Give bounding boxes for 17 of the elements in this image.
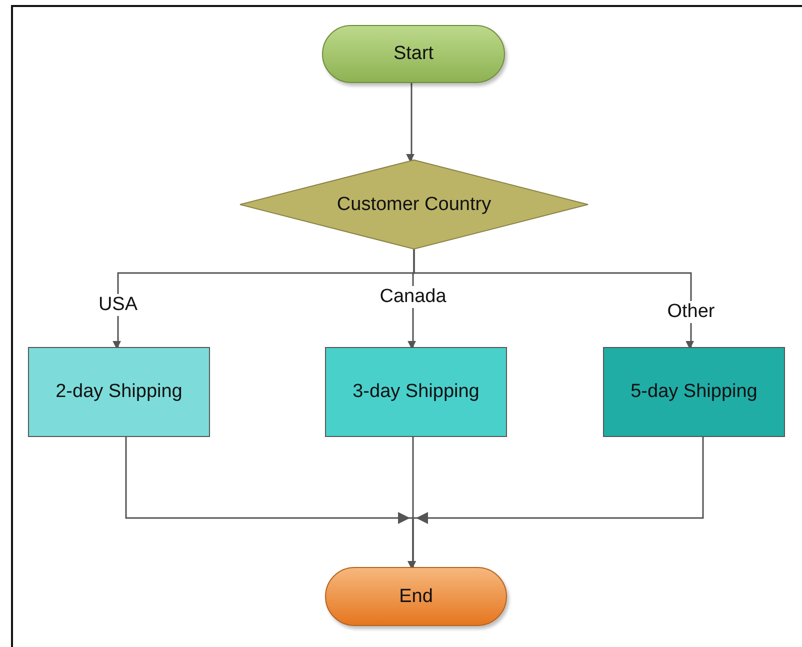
end-terminal [325,567,507,626]
arrow [408,437,704,570]
process-box [603,347,785,437]
arrow [413,249,694,350]
process-box [28,347,210,437]
node-label: 5-day Shipping [630,381,758,403]
node-label: 2-day Shipping [56,381,182,403]
edge-label: Canada [378,286,448,308]
process-box [325,347,507,437]
node-label: Start [393,43,434,65]
node-label: 3-day Shipping [352,381,480,403]
start-terminal [322,25,505,83]
edge-label: Other [665,301,717,323]
node-label: End [399,586,433,608]
node-label: Customer Country [336,194,492,216]
arrow [406,83,414,162]
decision-diamond [240,160,588,249]
